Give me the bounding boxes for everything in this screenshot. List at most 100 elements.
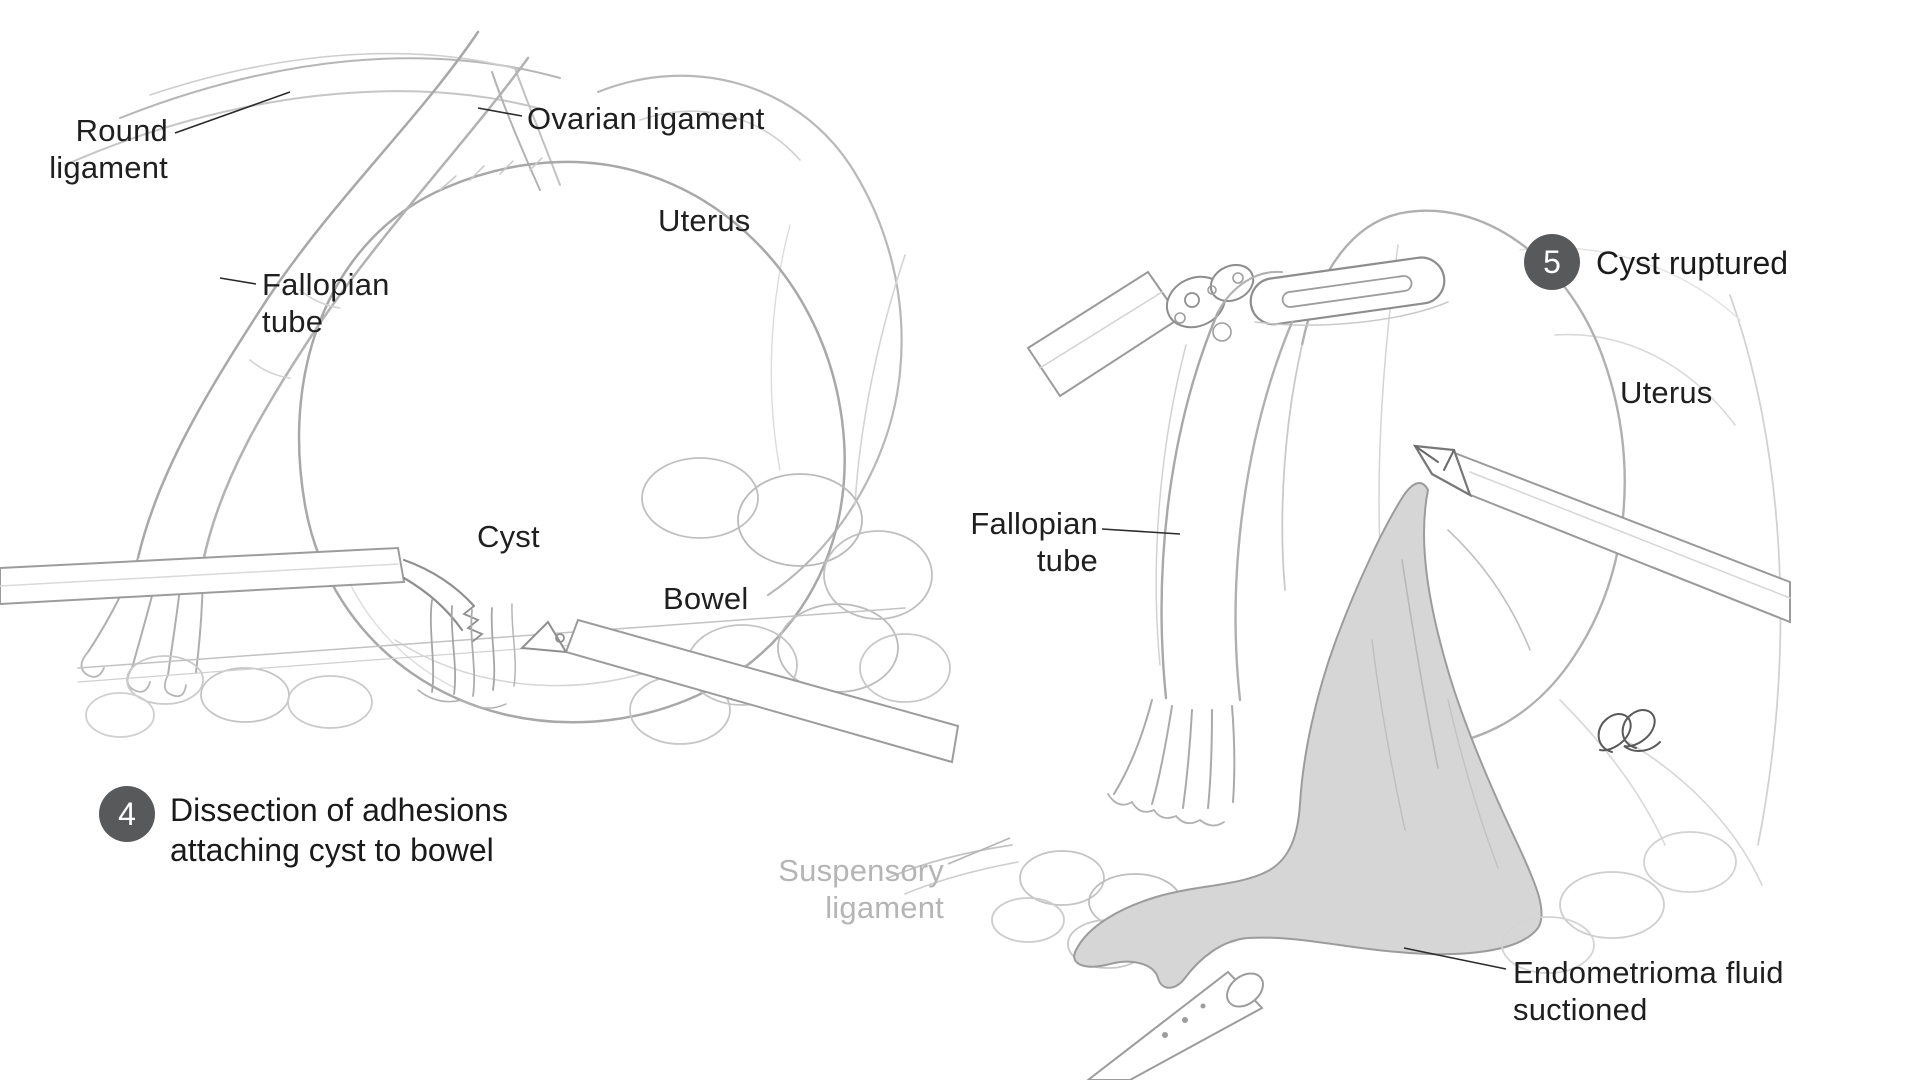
stapler-slot [1281,275,1413,308]
sketch-stroke [136,30,480,560]
instrument-shaft [564,618,960,764]
instrument-shaft [0,546,406,606]
label-endometrioma-fluid: Endometrioma fluid suctioned [1513,954,1784,1028]
label-fallopian-tube-panel5: Fallopian tube [948,505,1098,579]
leader-fallopian-tube-5 [1101,528,1181,535]
step-badge-4: 4 [99,786,155,842]
caption-panel5: Cyst ruptured [1596,243,1788,283]
bowel-loop [859,633,951,703]
sketch-stroke [1300,209,1626,747]
sketch-stroke [149,52,521,96]
fallopian-tube-sketch-left [80,30,530,698]
sketch-stroke [639,110,801,161]
wrist-detail [1184,292,1200,308]
sketch-stroke [201,56,530,564]
label-round-ligament: Round ligament [18,112,168,186]
fluid-wrinkle [1447,699,1499,869]
leader-ovarian-ligament [477,107,523,117]
bowel-loop [200,667,290,723]
instrument-cap [1226,972,1264,1008]
adhesion-strand [511,603,516,687]
sketch-stroke [514,67,561,186]
instrument-highlight [1469,471,1791,599]
instrument-highlight [1039,291,1163,369]
sketch-stroke [1281,344,1303,591]
label-line: tube [262,304,324,339]
bowel-loop [126,655,204,705]
label-line: suctioned [1513,992,1648,1027]
label-line: tube [1036,543,1098,578]
fimbriae-sketch [1107,793,1225,827]
panel-4-sketch [0,30,960,764]
grasper-jaw [402,558,476,608]
round-ligament-sketch [64,52,561,166]
label-uterus-panel4: Uterus [658,203,751,238]
caption-panel4: Dissection of adhesions attaching cyst t… [170,790,508,870]
instrument-dot [1200,1003,1206,1009]
sketch-stroke [1160,310,1220,700]
label-fallopian-tube-panel4: Fallopian tube [262,266,390,340]
suspensory-ligament-sketch [887,844,1013,879]
cyst-wall-flap [1447,529,1531,651]
sketch-stroke [64,90,546,166]
label-line: Round [75,113,168,148]
leader-lines [174,91,1507,970]
tissue-lump [991,897,1065,943]
sketch-stroke [1155,344,1187,666]
caption-line: attaching cyst to bowel [170,832,494,868]
bottom-instrument [1086,970,1264,1080]
bowel-loop [823,530,933,620]
wrist-detail [1232,272,1244,284]
sketch-stroke [249,289,341,379]
ovarian-ligament-sketch [491,67,561,191]
label-line: Fallopian [262,267,390,302]
sketch-stroke [596,74,903,597]
sketch-stroke [297,160,846,724]
adhesion-strand [450,605,457,695]
leader-round-ligament [174,91,291,134]
grasper-instrument-right [519,618,960,764]
sketch-stroke [119,57,561,119]
fluid-sac [1073,482,1543,989]
adhesions-sketch [417,599,516,709]
sketch-stroke [1554,333,1736,426]
label-uterus-panel5: Uterus [1620,375,1713,410]
stapler-jaw [1249,256,1446,326]
suction-tip [1412,444,1473,498]
artist-signature [1597,709,1661,753]
instrument-shaft [1086,970,1264,1080]
wrist-detail [1212,322,1232,342]
bowel-loop [737,473,863,567]
adhesion-strand [429,599,435,693]
suction-instrument [1412,444,1791,624]
bowel-loop [287,675,373,729]
sketch-stroke [854,254,906,506]
stapler-instrument [1026,256,1449,398]
sketch-stroke [491,71,541,191]
instrument-dot [1162,1032,1168,1038]
leader-fallopian-tube-4 [219,277,257,285]
label-line: Fallopian [970,506,1098,541]
suspensory-ligament-sketch [904,861,1019,895]
grasper-jaw [402,576,464,632]
bowel-sketch-right [1501,831,1737,974]
caption-line: Dissection of adhesions [170,792,508,828]
instrument-highlight [0,563,399,587]
uterus-sketch-left [596,74,906,597]
grasper-instrument-left [0,546,484,643]
tissue-lump [1559,871,1665,939]
sketch-stroke [439,157,543,191]
fluid-wrinkle [1371,639,1406,831]
label-line: ligament [825,890,944,925]
bowel-loop [85,692,155,738]
label-suspensory-ligament: Suspensory ligament [774,852,944,926]
wrist-joint [1209,264,1255,302]
fimbriae-sketch [1113,699,1236,809]
label-line: ligament [49,150,168,185]
panel-5-sketch [887,209,1791,1080]
tissue-lump [1501,916,1595,974]
instrument-shaft [1026,270,1182,398]
sketch-stroke [1217,270,1283,313]
sketch-stroke [1559,699,1666,846]
label-line: Endometrioma fluid [1513,955,1784,990]
